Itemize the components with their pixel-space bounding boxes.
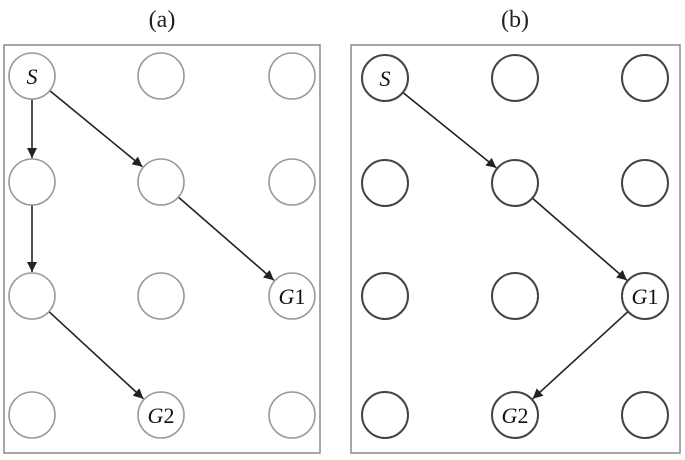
node-label-letter: G [632, 284, 648, 309]
node-circle [137, 391, 185, 439]
node-label: G2 [148, 403, 175, 428]
edge-arrow [531, 197, 628, 281]
node-circle [361, 54, 409, 102]
grid-node [361, 391, 409, 439]
node-circle [8, 391, 56, 439]
panel-a-edges [27, 89, 275, 400]
node-circle [8, 52, 56, 100]
node-label: S [27, 64, 38, 89]
grid-node [8, 272, 56, 320]
node-label-number: 1 [647, 284, 658, 309]
node-circle [268, 391, 316, 439]
node-circle [621, 391, 669, 439]
node-circle [361, 272, 409, 320]
node-circle [621, 54, 669, 102]
grid-node [621, 391, 669, 439]
node-g1: G1 [621, 272, 669, 320]
node-label: G1 [279, 284, 306, 309]
panel-b-edges [402, 91, 629, 400]
grid-node [491, 272, 539, 320]
grid-node [361, 272, 409, 320]
panel-a-frame [3, 44, 321, 454]
panel-a-label: (a) [149, 7, 176, 33]
node-circle [491, 54, 539, 102]
node-s: S [361, 54, 409, 102]
node-label: G2 [502, 403, 529, 428]
grid-node [491, 54, 539, 102]
node-label-letter: G [502, 403, 518, 428]
grid-node [137, 158, 185, 206]
node-g2: G2 [137, 391, 185, 439]
edge-arrow [48, 311, 144, 400]
edge-arrow [177, 196, 275, 281]
node-circle [621, 272, 669, 320]
node-label: S [380, 66, 391, 91]
node-label-number: 2 [517, 403, 528, 428]
grid-node [491, 159, 539, 207]
grid-node [8, 391, 56, 439]
node-circle [268, 272, 316, 320]
grid-node [621, 54, 669, 102]
grid-node [621, 159, 669, 207]
node-s: S [8, 52, 56, 100]
node-circle [137, 158, 185, 206]
grid-node [137, 52, 185, 100]
node-circle [361, 159, 409, 207]
node-circle [491, 272, 539, 320]
edge-arrow [532, 310, 629, 400]
node-label-letter: G [148, 403, 164, 428]
node-label-number: 2 [163, 403, 174, 428]
node-g2: G2 [491, 391, 539, 439]
node-circle [361, 391, 409, 439]
node-circle [621, 159, 669, 207]
node-circle [137, 52, 185, 100]
panel-b-label: (b) [501, 7, 529, 33]
node-circle [268, 52, 316, 100]
node-label-letter: S [380, 66, 391, 91]
panel-b-frame [350, 44, 681, 454]
node-circle [137, 272, 185, 320]
grid-node [8, 158, 56, 206]
node-label: G1 [632, 284, 659, 309]
grid-node [361, 159, 409, 207]
node-circle [268, 158, 316, 206]
node-circle [8, 158, 56, 206]
node-g1: G1 [268, 272, 316, 320]
node-circle [491, 159, 539, 207]
edge-arrow [49, 89, 143, 168]
node-label-letter: S [27, 64, 38, 89]
node-label-letter: G [279, 284, 295, 309]
grid-node [268, 52, 316, 100]
node-circle [491, 391, 539, 439]
grid-node [268, 391, 316, 439]
grid-node [268, 158, 316, 206]
edge-arrow [402, 91, 497, 169]
grid-node [137, 272, 185, 320]
node-circle [8, 272, 56, 320]
node-label-number: 1 [294, 284, 305, 309]
